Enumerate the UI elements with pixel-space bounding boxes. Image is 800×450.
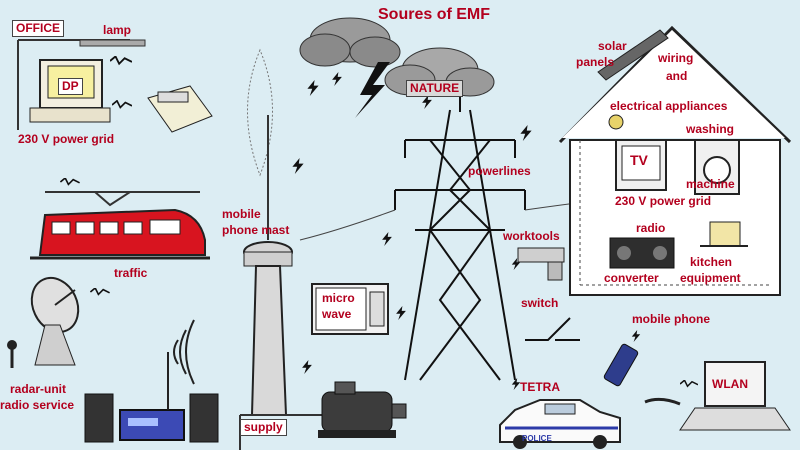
traffic-label: traffic [114, 266, 148, 280]
power-line-pylon-icon [299, 95, 601, 381]
radar-label-line2: radio service [0, 398, 75, 412]
washing-label-line1: washing [686, 122, 735, 136]
tv-icon [608, 114, 667, 191]
switch-label: switch [521, 296, 559, 310]
microwave-icon [311, 283, 389, 335]
office-label: OFFICE [12, 20, 64, 37]
kitchen-appliance-icon [700, 221, 748, 247]
converter-label: converter [604, 271, 659, 285]
office-power-grid-label: 230 V power grid [18, 132, 115, 146]
worktools-label: worktools [503, 229, 560, 243]
solar-label-line1: solar [598, 39, 627, 53]
laptop-icon [644, 361, 791, 431]
emission-icon [520, 125, 532, 141]
mobile-phone-mast-icon [243, 48, 293, 416]
storm-cloud-icon [299, 17, 495, 118]
kitchen-label-line1: kitchen [690, 255, 733, 269]
wiring-label-line1: wiring [658, 51, 694, 65]
nature-label: NATURE [406, 80, 464, 97]
emission-icon [110, 56, 132, 65]
switch-icon [525, 317, 580, 341]
lamp-label: lamp [103, 23, 132, 37]
emission-icon [511, 378, 521, 390]
emission-icon [112, 100, 132, 109]
house-icon [558, 25, 792, 296]
train-icon [30, 191, 210, 260]
emission-icon [292, 158, 304, 174]
lightning-icon [307, 80, 319, 96]
wlan-label: WLAN [712, 377, 748, 391]
emission-icon [60, 178, 80, 186]
emission-icon [680, 380, 698, 388]
emission-icon [302, 360, 312, 374]
lightning-icon [422, 95, 432, 109]
microwave-label-line1: micro [322, 291, 355, 305]
office-illustration [17, 39, 213, 133]
mobile-phone-icon [603, 343, 639, 387]
kitchen-label-line2: equipment [680, 271, 741, 285]
diagram-title: Soures of EMF [378, 6, 491, 23]
washing-label-line2: machine [686, 177, 735, 191]
emission-icon [90, 288, 110, 296]
radar-dish-icon [7, 276, 80, 368]
police-car-icon [499, 399, 621, 449]
radar-label-line1: radar-unit [10, 382, 67, 396]
mobile-mast-label-line2: phone mast [222, 223, 290, 237]
dp-label: DP [58, 78, 83, 95]
drill-icon [517, 247, 565, 281]
supply-label: supply [240, 419, 287, 436]
wiring-label-line2: and [666, 69, 688, 83]
tv-label: TV [630, 152, 648, 168]
house-power-grid-label: 230 V power grid [615, 194, 712, 208]
electric-motor-icon [318, 381, 407, 438]
microwave-label-line2: wave [322, 307, 352, 321]
radio-icon [609, 237, 675, 269]
emission-icon [382, 232, 392, 246]
washing-machine-icon [694, 139, 740, 195]
mobile-mast-label-line1: mobile [222, 207, 261, 221]
lightning-icon [332, 72, 342, 86]
radio-station-icon [84, 319, 219, 443]
emission-icon [631, 330, 641, 342]
tetra-label: TETRA [520, 380, 560, 394]
mobile-phone-label: mobile phone [632, 312, 710, 326]
police-label: POLICE [522, 434, 552, 443]
powerlines-label: powerlines [468, 164, 531, 178]
solar-label-line2: panels [576, 55, 615, 69]
radio-label: radio [636, 221, 666, 235]
electrical-appliances-label: electrical appliances [610, 99, 728, 113]
emission-icon [396, 306, 406, 320]
